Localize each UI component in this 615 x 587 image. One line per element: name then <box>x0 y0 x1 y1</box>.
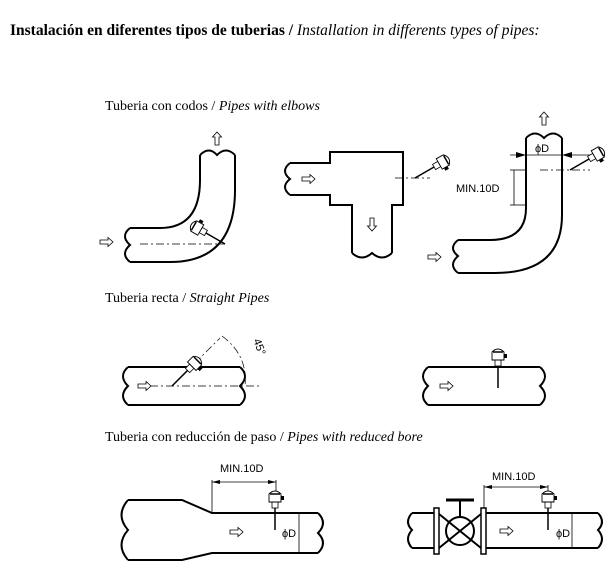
flow-arrow-icon <box>137 381 152 391</box>
page-title: Instalación en diferentes tipos de tuber… <box>10 22 540 39</box>
temperature-sensor-icon <box>167 353 207 394</box>
temperature-sensor-icon <box>411 152 455 187</box>
flow-arrow-icon <box>301 174 316 184</box>
min-10d-label: MIN.10D <box>456 183 499 195</box>
flow-arrow-icon <box>99 237 114 247</box>
flow-arrow-icon <box>427 252 442 262</box>
flow-arrow-icon <box>229 527 244 537</box>
straight-pipe-vertical-diagram <box>422 348 546 406</box>
reduced-bore-diagram: MIN.10D ϕD <box>120 463 324 561</box>
section-heading-straight: Tuberia recta / Straight Pipes <box>105 291 270 306</box>
elbow-pipe-diagram-1 <box>99 131 236 263</box>
flow-arrow-icon <box>367 217 377 232</box>
temperature-sensor-icon <box>541 490 558 531</box>
flow-arrow-icon <box>439 381 454 391</box>
elbow-pipe-diagram-2: ϕD MIN.10D <box>427 111 610 274</box>
diameter-label: ϕD <box>556 528 570 540</box>
min-10d-label: MIN.10D <box>220 463 263 475</box>
flow-arrow-icon <box>212 131 222 146</box>
angle-label: 45° <box>250 337 267 357</box>
tee-pipe-diagram <box>284 151 455 259</box>
min-10d-label: MIN.10D <box>492 471 535 483</box>
flow-arrow-icon <box>499 526 514 536</box>
straight-pipe-angled-diagram: 45° <box>122 335 267 406</box>
temperature-sensor-icon <box>566 144 610 179</box>
temperature-sensor-icon <box>268 490 285 531</box>
valve-pipe-diagram: MIN.10D ϕD <box>407 471 603 555</box>
section-heading-elbows: Tuberia con codos / Pipes with elbows <box>105 99 320 114</box>
flow-arrow-icon <box>539 111 549 126</box>
temperature-sensor-icon <box>491 348 508 389</box>
section-heading-reduced: Tuberia con reducción de paso / Pipes wi… <box>105 430 423 445</box>
diameter-label: ϕD <box>535 143 549 155</box>
diameter-label: ϕD <box>282 528 296 540</box>
